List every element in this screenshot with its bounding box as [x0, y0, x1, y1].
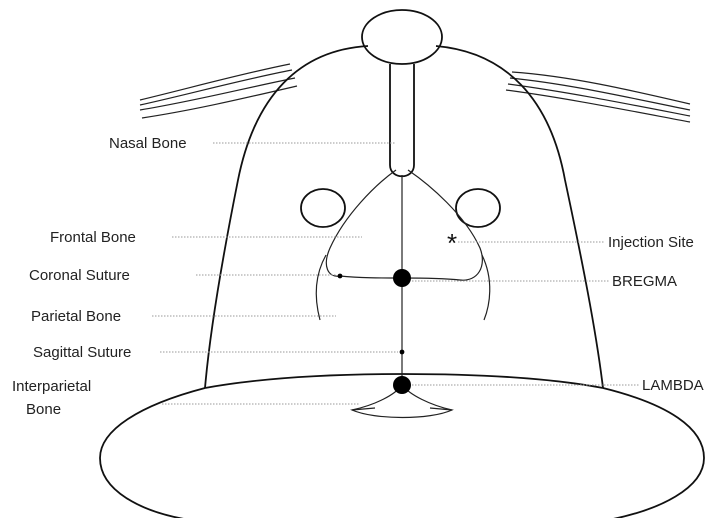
body-ellipse	[100, 388, 205, 518]
label-lambda: LAMBDA	[642, 377, 704, 394]
label-interparietal-line1: Interparietal	[12, 378, 91, 395]
sagittal-point	[400, 350, 405, 355]
whiskers-right	[506, 72, 690, 122]
label-nasal-bone: Nasal Bone	[109, 135, 187, 152]
label-injection-site: Injection Site	[608, 234, 694, 251]
coronal-suture-line	[340, 276, 402, 278]
label-sagittal-suture: Sagittal Suture	[33, 344, 131, 361]
head-outline-right	[436, 46, 603, 388]
parietal-left	[316, 255, 326, 320]
head-outline-left	[205, 46, 368, 388]
label-frontal-bone: Frontal Bone	[50, 229, 136, 246]
coronal-point	[338, 274, 343, 279]
label-coronal-suture: Coronal Suture	[29, 267, 130, 284]
whiskers-left	[140, 64, 297, 118]
nose-oval	[362, 10, 442, 64]
eye-left	[301, 189, 345, 227]
lambda-point	[393, 376, 411, 394]
label-parietal-bone: Parietal Bone	[31, 308, 121, 325]
label-interparietal-line2: Bone	[26, 401, 61, 418]
bregma-point	[393, 269, 411, 287]
body-ellipse-bottom	[603, 388, 704, 518]
injection-site-marker: *	[447, 228, 457, 258]
label-bregma: BREGMA	[612, 273, 677, 290]
parietal-right	[482, 255, 490, 320]
eye-right	[456, 189, 500, 227]
nasal-bone-shape	[390, 64, 414, 176]
